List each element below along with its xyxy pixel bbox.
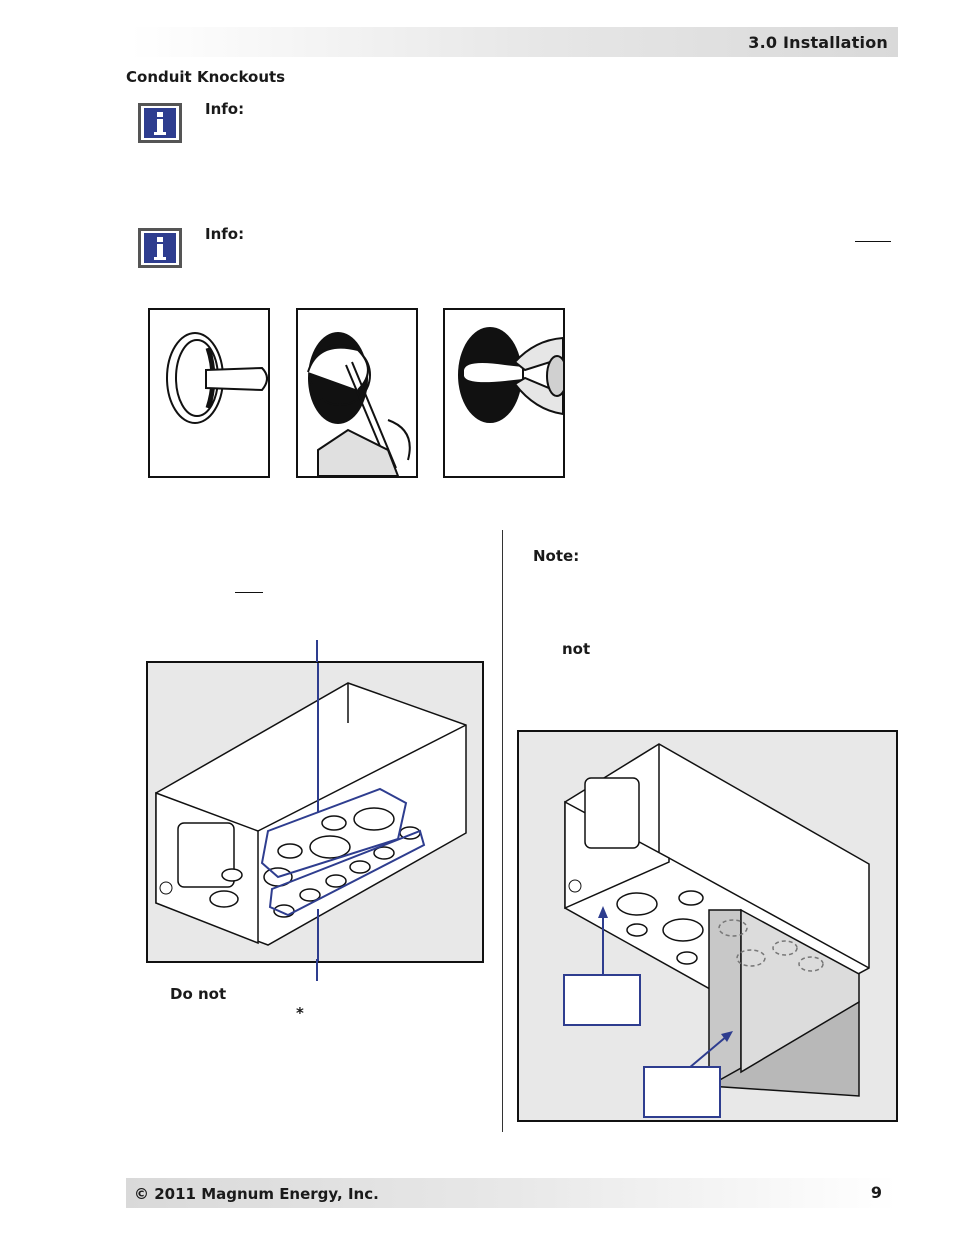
knockout-step-1-illustration [148, 308, 270, 478]
callout-line-bottom [316, 959, 318, 981]
page-section-title: 3.0 Installation [748, 33, 888, 52]
do-not-emphasis: Do not [170, 985, 227, 1003]
not-emphasis: not [562, 640, 591, 658]
copyright-text: © 2011 Magnum Energy, Inc. [134, 1185, 379, 1203]
column-divider [502, 530, 503, 1132]
callout-box-upper [563, 974, 641, 1026]
page-footer-bar: © 2011 Magnum Energy, Inc. 9 [126, 1178, 898, 1208]
footnote-asterisk: * [296, 1004, 304, 1022]
knockout-step-3-illustration [443, 308, 565, 478]
page-number: 9 [870, 1183, 882, 1202]
info-label: Info: [205, 225, 245, 243]
underline-mark [855, 241, 891, 242]
callout-box-lower [643, 1066, 721, 1118]
info-icon [138, 103, 182, 143]
callout-line-top [316, 640, 318, 662]
info-label: Info: [205, 100, 245, 118]
info-icon [138, 228, 182, 268]
knockout-step-2-illustration [296, 308, 418, 478]
enclosure-conduit-figure [517, 730, 898, 1122]
note-label: Note: [533, 547, 580, 565]
enclosure-knockout-figure [146, 661, 484, 963]
section-heading: Conduit Knockouts [126, 68, 286, 86]
underline-mark [235, 592, 263, 593]
page-header-bar: 3.0 Installation [130, 27, 898, 57]
